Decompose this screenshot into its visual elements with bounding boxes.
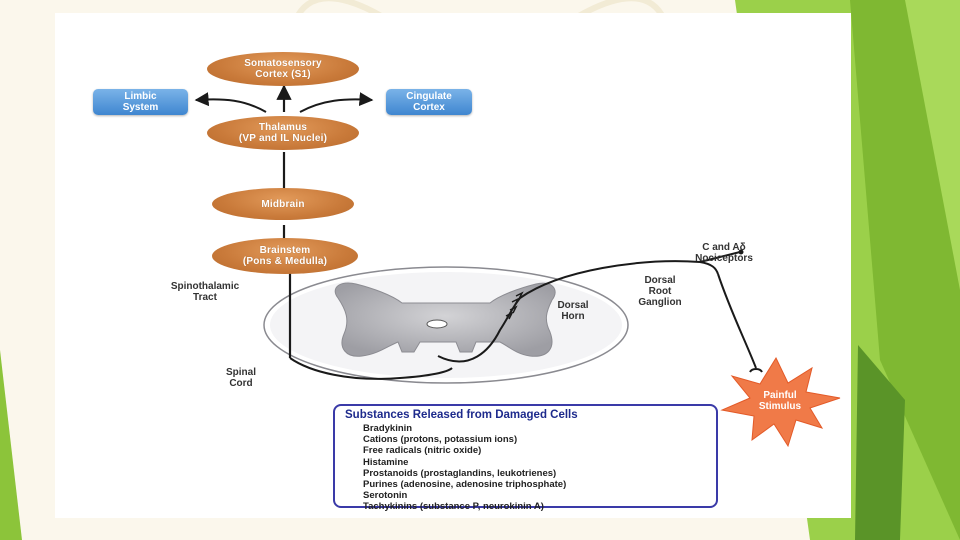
cingulate-cortex-box: Cingulate Cortex: [386, 89, 472, 115]
substances-box: Substances Released from Damaged Cells B…: [333, 404, 718, 512]
grey-matter: [334, 282, 556, 357]
dorsal-root-ganglion-label: Dorsal Root Ganglion: [638, 275, 682, 308]
thalamus-box: Thalamus (VP and IL Nuclei): [207, 116, 359, 150]
right-green-shape-dark: [855, 345, 905, 540]
nociceptors-label: C and Aδ Nociceptors: [695, 242, 753, 264]
spinothalamic-tract-label: Spinothalamic Tract: [170, 281, 240, 303]
midbrain-box: Midbrain: [212, 188, 354, 220]
limbic-system-box: Limbic System: [93, 89, 188, 115]
spinal-cord-label: Spinal Cord: [225, 367, 256, 389]
nociceptor-terminal: [738, 249, 744, 255]
painful-stimulus-star: [720, 356, 841, 448]
synapse-marks: [505, 291, 524, 320]
brainstem-box: Brainstem (Pons & Medulla): [212, 238, 358, 274]
list-item: Prostanoids (prostaglandins, leukotriene…: [363, 467, 557, 479]
list-item: Free radicals (nitric oxide): [363, 445, 482, 457]
left-green-shape: [0, 350, 22, 540]
somatosensory-cortex-box: Somatosensory Cortex (S1): [207, 52, 359, 86]
list-item: Histamine: [363, 456, 409, 468]
list-item: Purines (adenosine, adenosine triphospha…: [363, 479, 567, 491]
crossing-fiber: [289, 357, 453, 380]
list-item: Tachykinins (substance P, neurokinin A): [363, 501, 544, 513]
substances-list: Bradykinin Cations (protons, potassium i…: [363, 423, 716, 513]
list-item: Serotonin: [363, 490, 408, 502]
painful-stimulus-label: Painful Stimulus: [758, 390, 802, 412]
list-item: Cations (protons, potassium ions): [363, 434, 518, 446]
right-green-shape-bright: [905, 0, 960, 290]
central-canal: [426, 319, 448, 329]
dorsal-horn-label: Dorsal Horn: [557, 300, 589, 322]
substances-title: Substances Released from Damaged Cells: [345, 409, 578, 421]
nociceptor-fiber: [519, 260, 719, 299]
list-item: Bradykinin: [363, 423, 413, 434]
